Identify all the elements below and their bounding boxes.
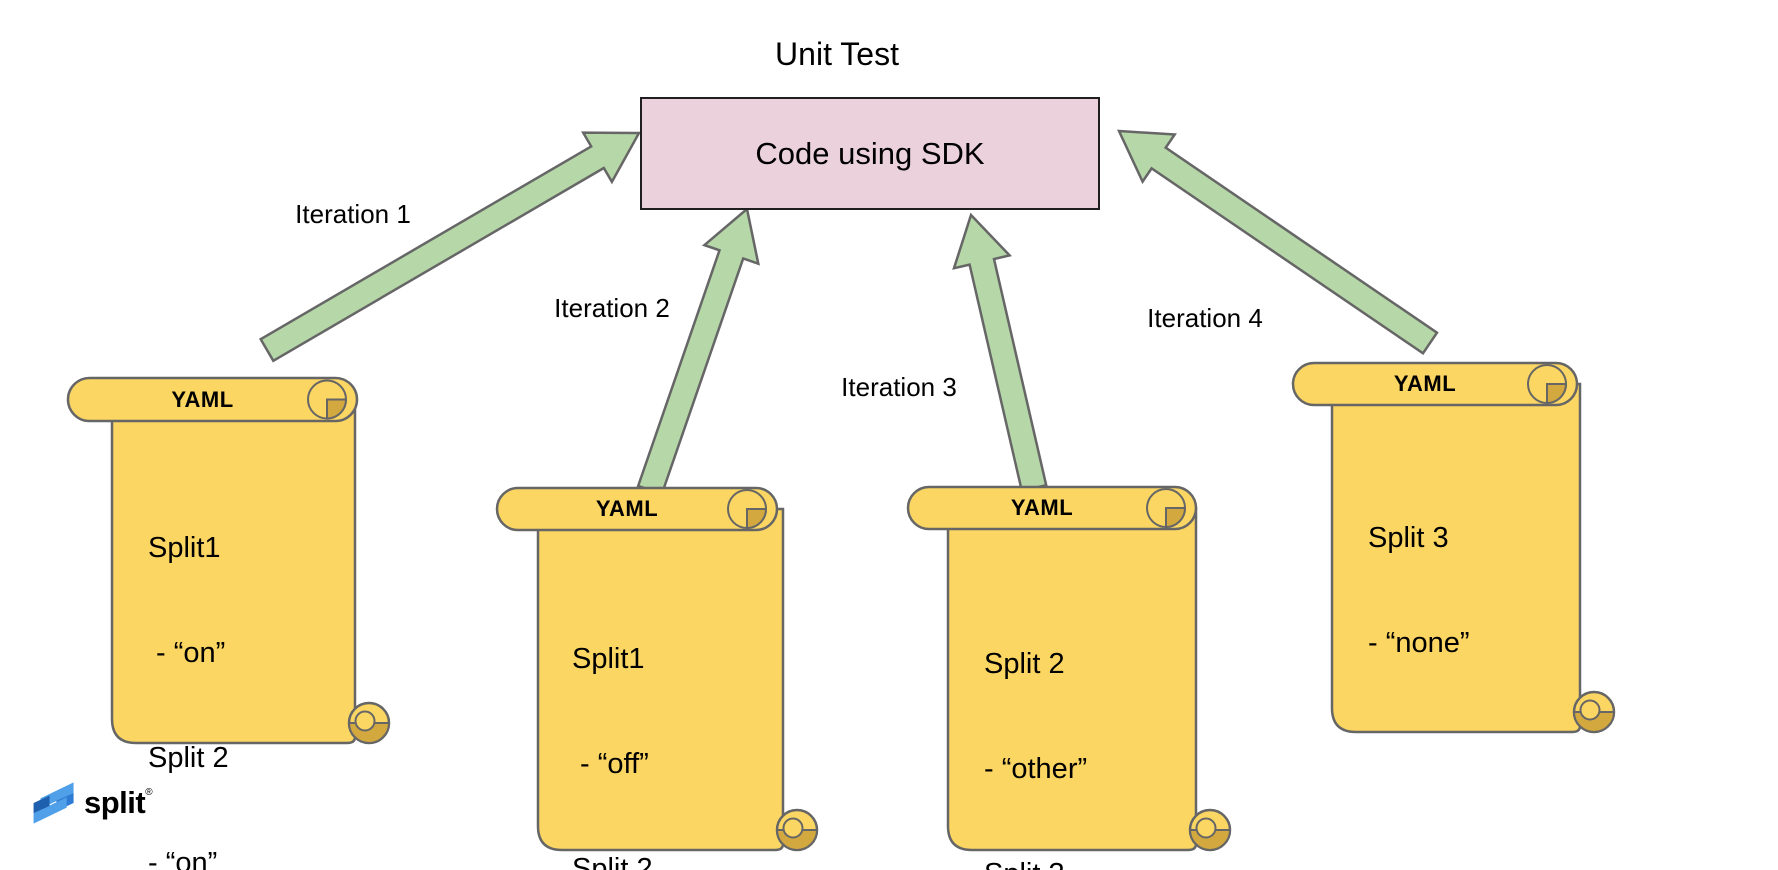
code-using-sdk-label: Code using SDK [755,135,985,171]
iteration-2-label: Iteration 2 [554,293,670,323]
scroll-line: - “on” [148,637,226,669]
scroll-line: - “on” [148,847,218,870]
scroll-2-content: Split1 - “off” Split 2 - “off” Split 3 -… [572,572,712,870]
scroll-3-header: YAML [1010,495,1074,520]
split-logo-text: split [84,785,146,820]
scroll-line: - “none” [1368,627,1470,659]
scroll-line: Split1 [572,643,645,675]
scroll-1-header: YAML [171,386,234,412]
scroll-line: Split 3 [1368,522,1449,554]
scroll-line: Split 2 [984,648,1065,680]
scroll-line: Split 3 [984,857,1087,870]
scroll-shape-3 [906,485,1232,852]
iteration-3-label: Iteration 3 [841,372,957,402]
iteration-4-label: Iteration 4 [1147,303,1263,333]
scroll-shape-1 [66,376,391,745]
scroll-2-header: YAML [595,496,659,521]
arrow-iteration-4 [1116,129,1439,356]
split-logo: split ® [30,779,153,827]
scroll-4-header: YAML [1393,371,1457,396]
scroll-shape-4 [1291,361,1616,734]
scroll-line: - “off” [572,748,649,780]
split-logo-icon [33,782,74,824]
arrow-iteration-2 [636,206,760,496]
scroll-4-content: Split 3 - “none” [1368,451,1470,731]
scroll-shape-2 [495,486,819,852]
scroll-line: - “other” [984,753,1088,785]
diagram-title: Unit Test [775,36,899,72]
arrow-iteration-1 [258,131,642,363]
scroll-1-content: Split1 - “on” Split 2 - “on” Split 3 - “… [148,461,240,870]
arrow-iteration-3 [952,212,1048,493]
scroll-line: Split 2 [572,853,653,870]
iteration-1-label: Iteration 1 [295,199,411,229]
code-using-sdk-box: Code using SDK [640,97,1100,210]
scroll-line: Split1 [148,532,221,564]
scroll-3-content: Split 2 - “other” Split 3 - “low” [984,577,1087,870]
scroll-line: Split 2 [148,742,229,774]
split-logo-registered-mark: ® [145,787,153,798]
